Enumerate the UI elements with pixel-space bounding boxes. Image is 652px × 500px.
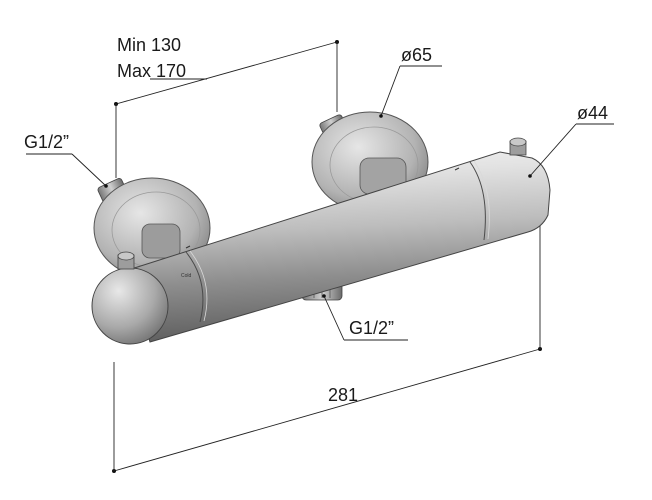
dimension-center-distance: Min 130 Max 170 [114, 35, 339, 178]
escutcheon-diameter-label: ø65 [401, 45, 432, 65]
callout-escutcheon-diameter: ø65 [379, 45, 442, 118]
left-connection-label: G1/2” [24, 132, 69, 152]
left-indicator-pin [117, 251, 135, 270]
callout-outlet-connection: G1/2” [322, 294, 408, 341]
callout-body-diameter: ø44 [528, 103, 614, 178]
outlet-connection-label: G1/2” [349, 318, 394, 338]
overall-length-label: 281 [328, 385, 358, 405]
faucet-body: Cold [91, 111, 551, 345]
body-diameter-label: ø44 [577, 103, 608, 123]
left-handle-end-cap [91, 267, 169, 345]
thermostat-bar [127, 151, 551, 343]
dimension-overall-length: 281 [112, 226, 542, 473]
right-indicator-pin [509, 137, 527, 156]
dimension-min-label: Min 130 [117, 35, 181, 55]
callout-left-wall-connection: G1/2” [24, 132, 108, 188]
handle-marking-cold: Cold [181, 273, 192, 279]
dimension-max-label: Max 170 [117, 61, 186, 81]
